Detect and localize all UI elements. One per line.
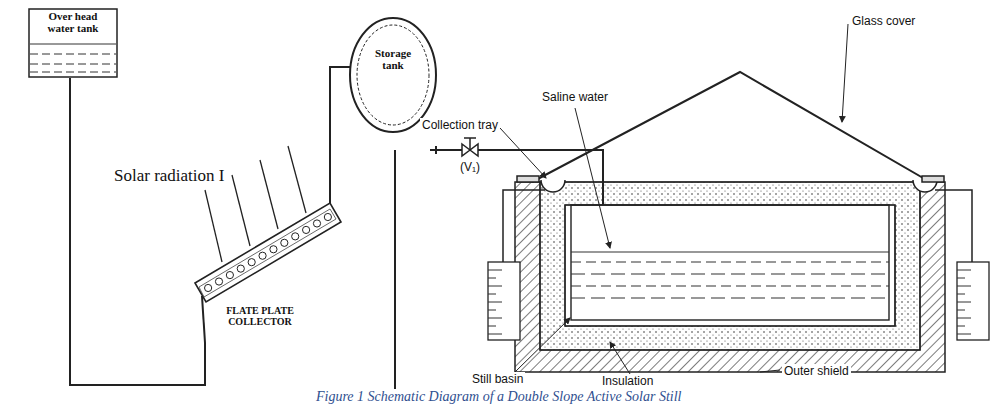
node-text: Over head water tank: [37, 11, 109, 34]
water-pipe: [330, 67, 350, 188]
water-pipe: [70, 78, 205, 385]
glass-cover: [532, 72, 930, 182]
part-label-wrap: Still basin: [470, 372, 525, 386]
part-label: Glass cover: [850, 14, 917, 28]
node-text: Storage tank: [363, 48, 423, 71]
radiation-label: Solar radiation I: [112, 166, 226, 186]
part-label: Outer shield: [782, 364, 851, 378]
caption-wrap: Figure 1 Schematic Diagram of a Double S…: [314, 389, 684, 405]
part-label-wrap: Glass cover: [850, 14, 917, 28]
part-label: Collection tray: [420, 118, 500, 132]
part-label: Saline water: [540, 90, 610, 104]
saline-water: [571, 252, 889, 298]
measuring-cylinder: [488, 262, 989, 340]
insulation: [540, 182, 920, 350]
still-basin: [565, 205, 895, 326]
part-label: Still basin: [470, 372, 525, 386]
leader-lines: [500, 24, 848, 374]
part-label-wrap: Outer shield: [782, 364, 851, 378]
valve-symbol: [462, 138, 478, 156]
radiation-label-wrap: Solar radiation I: [112, 166, 226, 186]
flat-plate-collector: FLATE PLATE COLLECTOR: [180, 188, 345, 343]
storage-tank-outline: [348, 14, 438, 156]
distillate-pipes: [503, 190, 972, 262]
tank-stand: [387, 150, 403, 399]
part-label-wrap: Collection tray: [420, 118, 500, 132]
part-label-wrap: Insulation: [600, 374, 655, 388]
figure-caption: Figure 1 Schematic Diagram of a Double S…: [314, 389, 684, 405]
valve-label: (V₁): [458, 160, 482, 174]
node-text: FLATE PLATE COLLECTOR: [220, 306, 300, 327]
part-label: Insulation: [600, 374, 655, 388]
collection-tray: [517, 176, 944, 192]
valve-label-wrap: (V₁): [458, 160, 482, 174]
storage-tank: Storage tank: [348, 14, 438, 156]
outer-shield: [515, 182, 945, 372]
cylinder-graduations: [488, 270, 971, 334]
part-label-wrap: Saline water: [540, 90, 610, 104]
water-tank-box: Over head water tank: [28, 8, 118, 78]
